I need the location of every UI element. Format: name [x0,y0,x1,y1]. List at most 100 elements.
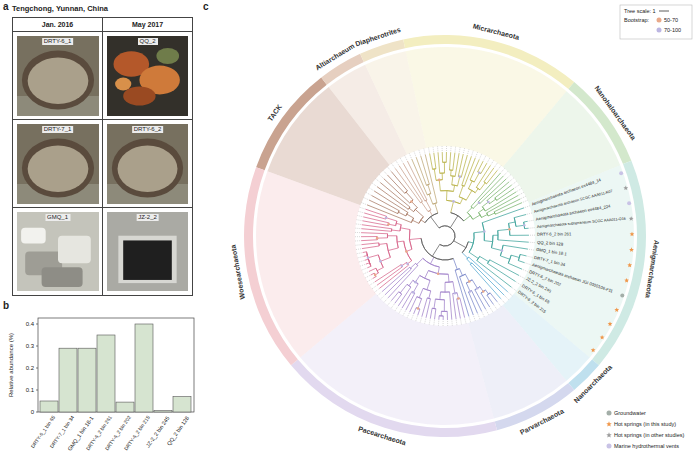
tree-branch [488,260,490,264]
leaf-leader [400,158,402,162]
tick-label: 0.4 [26,321,34,328]
leaf-leader [356,223,361,225]
tree-branch [414,207,418,211]
leaf-leader [359,261,364,262]
leaf-leader [419,150,420,155]
bootstrap-dot [410,200,413,203]
leaf-leader [529,249,534,251]
tree-branch [434,153,436,169]
photo-cell: GMQ_1 [13,208,103,295]
tree-branch [427,297,430,299]
leaf-leader [505,296,509,300]
tree-branch [475,287,480,290]
leaf-leader [530,227,535,228]
clade-name: Woesearchaeota [230,244,247,300]
tree-branch [452,176,453,185]
abundance-bar [116,402,134,412]
tree-branch [377,268,383,271]
tree-branch [365,259,369,260]
tree-branch [478,172,481,174]
leaf-leader [358,211,363,212]
tree-branch [379,265,408,288]
tree-branch [423,258,440,267]
tree-branch [500,245,503,256]
bootstrap-dot [367,256,370,259]
tree-branch [378,255,383,268]
tree-branch [442,152,443,162]
axis-tick [36,390,38,391]
leaf-leader [468,149,469,154]
bootstrap-dot [468,280,471,283]
photo-ground [17,36,99,116]
well-water [118,146,178,192]
tree-branch [409,208,413,211]
tree-branch [450,228,455,241]
tree-branch [478,202,480,204]
leaf-leader [409,153,411,158]
tree-branch [487,295,494,304]
leaf-leader [363,272,368,274]
leaf-leader [424,149,425,154]
tree-branch [396,221,397,226]
plot-frame [38,318,194,412]
leaf-leader [512,288,516,291]
abundance-bar [78,348,96,412]
habitat-star [608,322,613,327]
tree-branch [388,223,390,226]
legend-item: Marine hydrothermal vents [606,443,679,449]
tree-branch [409,230,412,250]
tree-branch [446,191,447,201]
tree-branch [418,299,422,309]
sample-tag: QQ_2 [137,38,157,45]
tree-branch [472,280,477,288]
leaf-leader [530,242,535,243]
sample-tag: GMQ_1 [45,214,70,221]
tree-branch [406,192,413,200]
tree-branch [511,255,519,257]
tree-branch [460,198,463,203]
tree-branch [375,265,401,282]
leaf-leader [383,171,386,175]
tree-branch [414,308,416,314]
bar-chart [36,318,194,412]
habitat-dot [620,293,624,297]
bootstrap-dot [374,274,377,277]
tree-branch [459,186,463,197]
abundance-bar [154,411,172,412]
tree-branch [371,273,375,275]
habitat-star [624,278,629,283]
tree-branch [480,179,507,204]
tree-branch [440,190,453,192]
tree-branch [380,183,410,208]
leaf-leader [487,158,489,162]
tree-branch [378,243,379,246]
leaf-leader [392,164,395,168]
tree-branch [471,173,501,207]
tree-branch [384,179,410,204]
tree-branch [420,201,422,202]
tree-branch [467,257,469,259]
rust-deposit [115,78,131,91]
tree-branch [525,228,529,229]
habitat-star [627,263,632,268]
tree-branch [377,237,378,240]
leaf-leader [356,248,361,250]
tree-branch [487,195,519,213]
leaf-leader [523,200,528,202]
tree-branch [470,264,501,298]
tree-branch [470,159,479,180]
tree-branch [484,240,492,242]
tree-branch [508,255,511,263]
tree-branch [467,259,471,264]
abundance-bar [59,348,77,412]
tree-branch [462,253,467,258]
legend-text: 70-100 [664,27,681,33]
leaf-leader [433,320,435,325]
tree-branch [462,185,465,187]
tree-branch [455,269,459,271]
tree-branch [398,212,405,216]
bootstrap-dot [476,287,479,290]
rust-deposit [123,86,155,105]
leaf-leader [428,148,430,153]
tree-branch [490,293,497,302]
